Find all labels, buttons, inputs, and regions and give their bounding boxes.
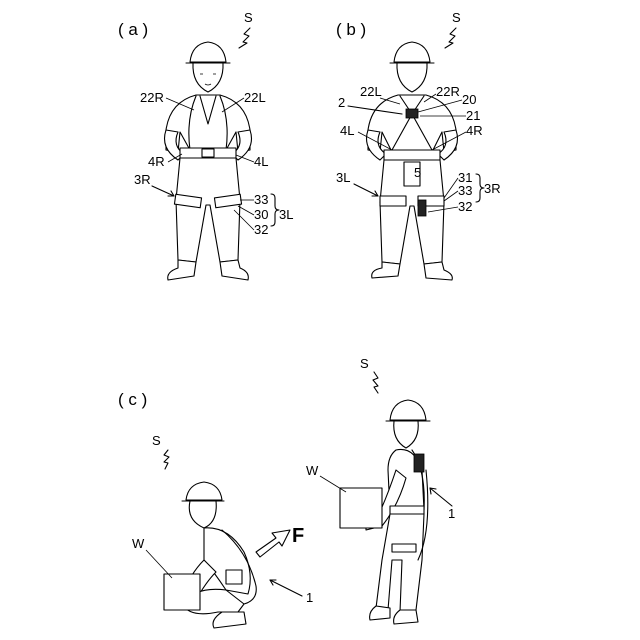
panel-b: ( b ) S 22L 22R 20: [336, 10, 501, 280]
boot-left-b: [372, 262, 400, 278]
box-stand: [340, 488, 382, 528]
label-21-b: 21: [466, 108, 480, 123]
thigh-sensor-b: [418, 200, 426, 216]
label-22l-a: 22L: [244, 90, 266, 105]
label-s-crouch: S: [152, 433, 161, 448]
label-f: F: [292, 525, 304, 547]
label-5-b: 5: [414, 165, 421, 180]
box-crouch: [164, 574, 200, 610]
label-32-b: 32: [458, 199, 472, 214]
label-s-stand: S: [360, 356, 369, 371]
head-b: [397, 63, 427, 92]
panel-c: ( c ) S W 1 F S: [118, 356, 455, 628]
worker-back: [367, 42, 458, 280]
motion-arrow-stand: [373, 372, 378, 393]
back-plate-b: [406, 109, 418, 118]
force-arrow: [256, 530, 290, 557]
panel-c-title: ( c ): [118, 390, 147, 409]
label-4l-b: 4L: [340, 123, 354, 138]
label-2-b: 2: [338, 95, 345, 110]
label-3r-b: 3R: [484, 181, 501, 196]
panel-a-title: ( a ): [118, 20, 148, 39]
helmet-a: [190, 42, 226, 62]
torso-b: [368, 95, 456, 152]
boot-front-stand: [394, 610, 418, 624]
label-22l-b: 22L: [360, 84, 382, 99]
label-3r-a: 3R: [134, 172, 151, 187]
label-33-a: 33: [254, 192, 268, 207]
boot-left-a: [220, 260, 248, 280]
label-4r-a: 4R: [148, 154, 165, 169]
helmet-stand: [390, 400, 426, 420]
worker-front: [165, 42, 252, 280]
boot-right-b: [424, 262, 452, 280]
label-30-a: 30: [254, 207, 268, 222]
legs-stand: [376, 514, 424, 612]
thigh-belt-left-b: [380, 196, 406, 206]
panel-a: ( a ) S: [118, 10, 293, 280]
waist-belt-b: [384, 150, 440, 160]
label-3l-b: 3L: [336, 170, 350, 185]
panel-b-title: ( b ): [336, 20, 366, 39]
label-22r-b: 22R: [436, 84, 460, 99]
thigh-belt-stand: [392, 544, 416, 552]
motion-arrow-crouch: [164, 450, 169, 469]
motion-arrow-a: [239, 28, 250, 48]
brace-b: [476, 174, 484, 202]
label-1-stand: 1: [448, 506, 455, 521]
helmet-b: [394, 42, 430, 62]
hip-unit-crouch: [226, 570, 242, 584]
label-s-a: S: [244, 10, 253, 25]
arrow-1-stand: [430, 488, 452, 506]
legs-a: [176, 158, 240, 262]
brace-a: [271, 194, 279, 226]
label-3l-a: 3L: [279, 207, 293, 222]
back-unit-stand: [414, 454, 424, 472]
belt-buckle-a: [202, 149, 214, 157]
label-4r-b: 4R: [466, 123, 483, 138]
head-a: [193, 63, 223, 92]
label-32-a: 32: [254, 222, 268, 237]
label-22r-a: 22R: [140, 90, 164, 105]
arrow-1-crouch: [270, 580, 302, 596]
helmet-crouch: [186, 482, 222, 500]
boot-right-a: [168, 260, 196, 280]
belt-stand: [390, 506, 424, 514]
head-crouch: [189, 501, 216, 528]
label-w-crouch: W: [132, 536, 145, 551]
label-s-b: S: [452, 10, 461, 25]
label-w-stand: W: [306, 463, 319, 478]
label-4l-a: 4L: [254, 154, 268, 169]
label-20-b: 20: [462, 92, 476, 107]
motion-arrow-b: [445, 28, 456, 48]
label-33-b: 33: [458, 183, 472, 198]
arrow-3l-b: [354, 184, 378, 196]
boot-back-stand: [370, 606, 390, 620]
label-1-crouch: 1: [306, 590, 313, 605]
head-stand: [394, 421, 419, 448]
boot-crouch: [213, 612, 246, 628]
